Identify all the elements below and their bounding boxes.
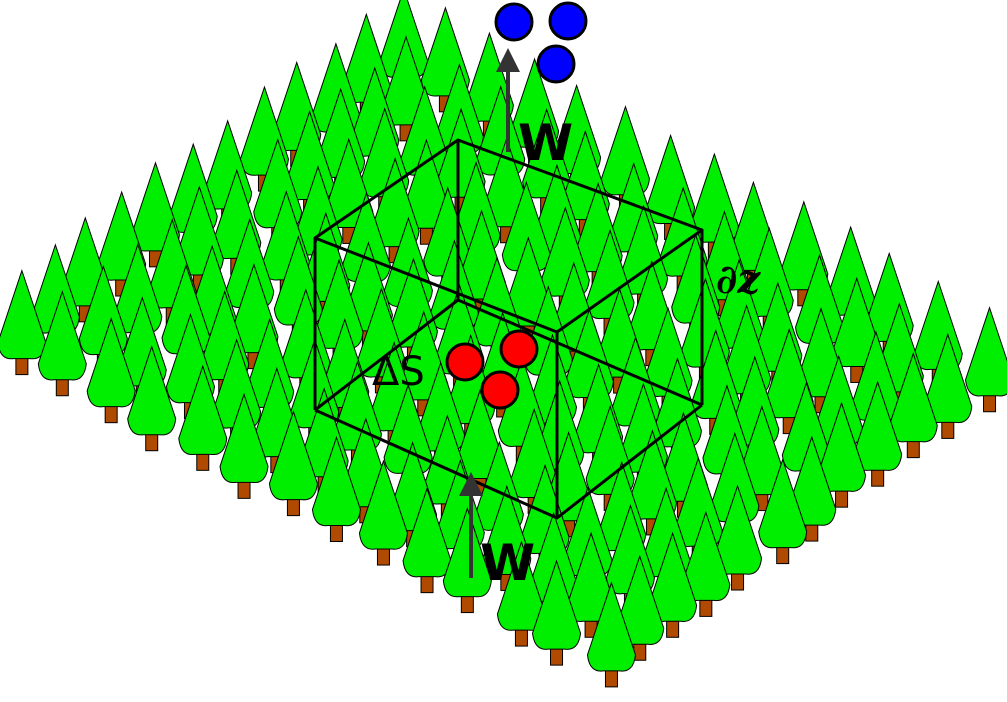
tree-trunk — [906, 439, 920, 459]
blue-particle — [548, 1, 588, 41]
tree-crown — [37, 290, 87, 381]
storage-change-label: ΔS — [372, 349, 425, 395]
tree — [888, 352, 938, 459]
control-volume-box — [313, 138, 704, 520]
tree-crown — [311, 435, 361, 527]
tree-trunk — [550, 646, 564, 666]
tree — [681, 510, 731, 617]
tree-trunk — [329, 523, 343, 543]
tree-trunk — [776, 545, 790, 565]
tree — [965, 306, 1007, 413]
layer-height-label: ∂z — [716, 256, 761, 303]
tree-crown — [268, 410, 318, 501]
tree-trunk — [286, 497, 300, 517]
tree-crown — [178, 364, 228, 456]
tree — [0, 269, 47, 376]
tree-trunk — [237, 479, 251, 499]
tree-trunk — [196, 451, 210, 471]
tree-crown — [965, 306, 1007, 397]
tree-crown — [358, 459, 408, 550]
tree — [127, 345, 177, 452]
tree — [37, 290, 87, 397]
tree-trunk — [604, 668, 618, 688]
tree-trunk — [835, 488, 849, 508]
tree-crown — [532, 559, 582, 650]
tree — [615, 554, 665, 661]
particles-inside-box — [445, 329, 539, 410]
blue-particle — [536, 44, 576, 84]
tree-crown — [127, 345, 177, 436]
tree-crown — [86, 317, 136, 408]
tree — [923, 332, 973, 439]
tree-trunk — [941, 419, 955, 439]
tree-crown — [758, 458, 808, 549]
tree — [532, 559, 582, 666]
red-particle — [445, 342, 485, 382]
tree-trunk — [983, 393, 997, 413]
tree-trunk — [15, 356, 29, 376]
tree-trunk — [145, 432, 159, 452]
tree-trunk — [104, 404, 118, 424]
flux-label-bottom: W — [480, 534, 535, 592]
tree — [758, 458, 808, 565]
tree — [311, 435, 361, 543]
tree-trunk — [376, 546, 390, 566]
tree-trunk — [514, 627, 528, 647]
tree — [268, 410, 318, 517]
tree — [586, 581, 636, 688]
tree — [178, 364, 228, 471]
blue-particle — [494, 2, 534, 42]
tree-trunk — [420, 574, 434, 594]
box-bottom-front-edges — [314, 403, 703, 520]
tree-trunk — [871, 467, 885, 487]
tree-trunk — [731, 571, 745, 591]
tree-crown — [219, 392, 269, 484]
tree — [219, 392, 269, 499]
tree-crown — [600, 105, 650, 196]
tree — [817, 401, 867, 508]
tree — [86, 317, 136, 424]
tree-trunk — [460, 594, 474, 614]
tree — [358, 459, 408, 566]
box-hidden-bottom-edges — [314, 298, 703, 412]
tree-crown — [442, 506, 492, 598]
tree — [442, 506, 492, 614]
tree-trunk — [55, 377, 69, 397]
tree-trunk — [666, 618, 680, 638]
tree-crown — [586, 581, 636, 672]
tree-trunk — [699, 597, 713, 617]
red-particle — [480, 370, 520, 410]
particles-above-box — [494, 1, 588, 84]
flux-label-top: W — [518, 114, 573, 172]
red-particle — [499, 329, 539, 369]
tree-trunk — [805, 522, 819, 542]
